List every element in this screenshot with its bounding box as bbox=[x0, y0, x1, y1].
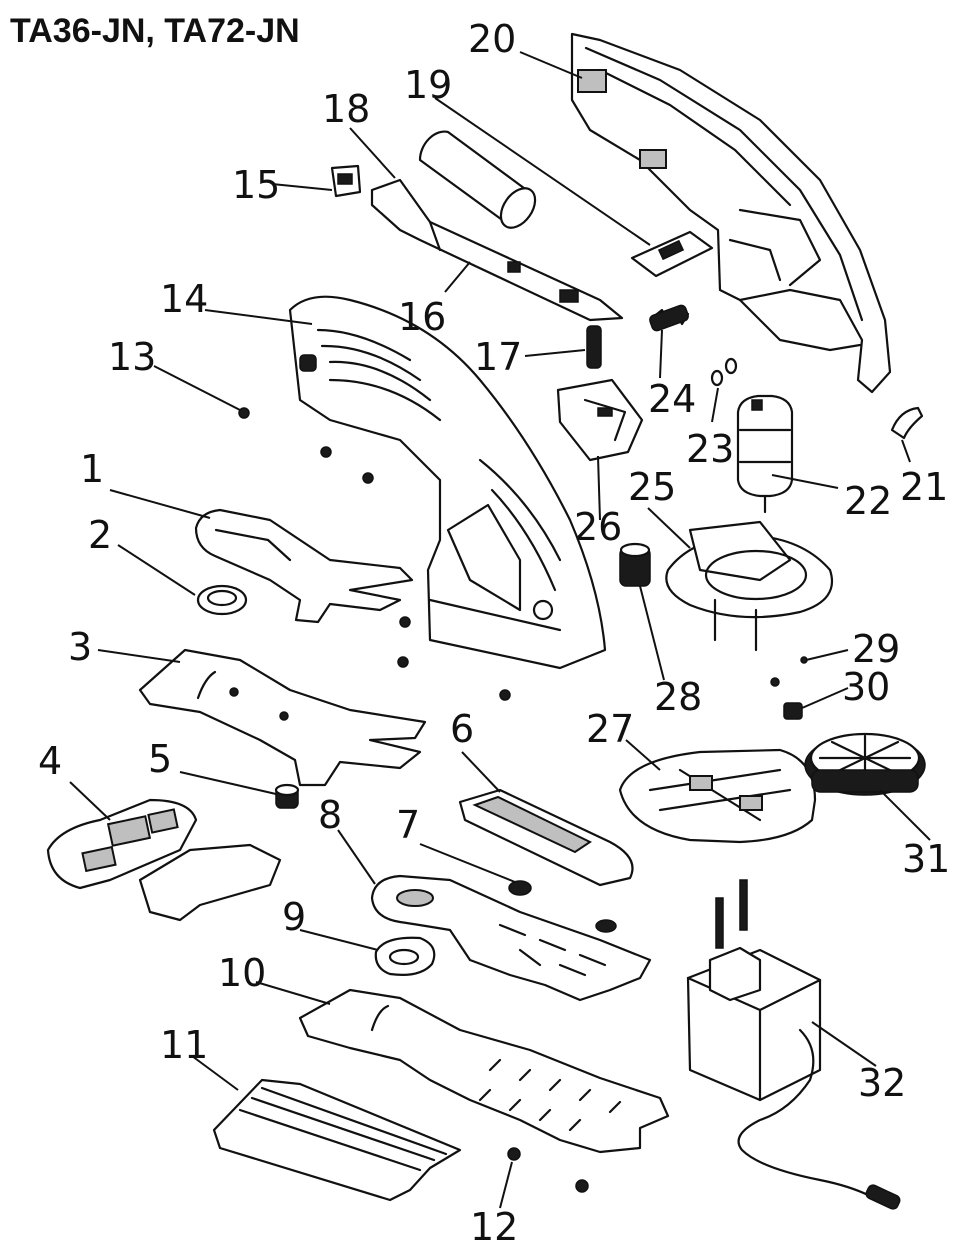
part-30-nut bbox=[783, 702, 803, 720]
part-29-pin bbox=[770, 656, 808, 687]
part-4-cover-plates bbox=[46, 798, 282, 922]
callout-11: 11 bbox=[160, 1023, 208, 1067]
part-23-contacts bbox=[710, 357, 738, 387]
callout-6: 6 bbox=[450, 707, 474, 751]
part-21-cap bbox=[890, 406, 924, 440]
part-14-handle-housing bbox=[288, 295, 607, 670]
part-25-gearbox-base bbox=[665, 520, 834, 652]
callout-10: 10 bbox=[218, 951, 266, 995]
part-9-ring bbox=[374, 936, 436, 976]
callout-28: 28 bbox=[654, 675, 702, 719]
callout-1: 1 bbox=[80, 447, 104, 491]
part-16-contact-plate bbox=[370, 178, 624, 322]
callout-23: 23 bbox=[686, 427, 734, 471]
part-18-battery bbox=[418, 130, 537, 229]
callout-14: 14 bbox=[160, 277, 208, 321]
part-31-drive-gear bbox=[804, 732, 926, 796]
part-32-charger bbox=[686, 879, 901, 1210]
callout-19: 19 bbox=[404, 63, 452, 107]
part-22-motor bbox=[736, 394, 794, 514]
part-20-housing-half bbox=[570, 32, 892, 394]
callout-17: 17 bbox=[474, 335, 522, 379]
callout-2: 2 bbox=[88, 513, 112, 557]
callout-5: 5 bbox=[148, 737, 172, 781]
part-8-shrub-blade-upper bbox=[370, 874, 652, 1002]
callout-labels: 1 2 3 4 5 6 7 8 9 10 11 12 13 14 15 16 1… bbox=[38, 17, 950, 1249]
model-title: TA36-JN, TA72-JN bbox=[10, 12, 300, 50]
part-15-clip bbox=[330, 164, 362, 198]
part-6-blade-guard bbox=[458, 788, 634, 887]
part-27-base-plate bbox=[618, 748, 817, 844]
part-3-blade-carrier bbox=[138, 648, 427, 787]
callout-22: 22 bbox=[844, 479, 892, 523]
part-17-spring bbox=[586, 325, 602, 369]
callout-26: 26 bbox=[574, 505, 622, 549]
part-19-switch-button bbox=[630, 230, 714, 278]
callout-8: 8 bbox=[318, 793, 342, 837]
callout-20: 20 bbox=[468, 17, 516, 61]
callout-7: 7 bbox=[396, 803, 420, 847]
callout-9: 9 bbox=[282, 895, 306, 939]
part-10-shrub-blade-lower bbox=[298, 988, 670, 1154]
part-2-ring bbox=[196, 584, 248, 616]
callout-25: 25 bbox=[628, 465, 676, 509]
part-24-spring bbox=[649, 304, 690, 332]
part-5-knob bbox=[274, 783, 300, 809]
callout-16: 16 bbox=[398, 295, 446, 339]
callout-31: 31 bbox=[902, 837, 950, 881]
callout-18: 18 bbox=[322, 87, 370, 131]
callout-12: 12 bbox=[470, 1205, 518, 1249]
screws-group-top bbox=[238, 407, 511, 701]
part-12-screws bbox=[507, 1147, 589, 1193]
callout-27: 27 bbox=[586, 707, 634, 751]
part-11-base-guard bbox=[212, 1078, 462, 1202]
callout-30: 30 bbox=[842, 665, 890, 709]
callout-4: 4 bbox=[38, 739, 62, 783]
part-26-switch-slider bbox=[556, 378, 644, 462]
callout-3: 3 bbox=[68, 625, 92, 669]
callout-29: 29 bbox=[852, 627, 900, 671]
callout-13: 13 bbox=[108, 335, 156, 379]
leader-lines bbox=[69, 51, 931, 1209]
part-1-upper-blade bbox=[194, 508, 414, 624]
callout-32: 32 bbox=[858, 1061, 906, 1105]
callout-24: 24 bbox=[648, 377, 696, 421]
part-28-pinion bbox=[619, 542, 651, 587]
part-7-washer bbox=[508, 880, 532, 896]
callout-21: 21 bbox=[900, 465, 948, 509]
callout-15: 15 bbox=[232, 163, 280, 207]
